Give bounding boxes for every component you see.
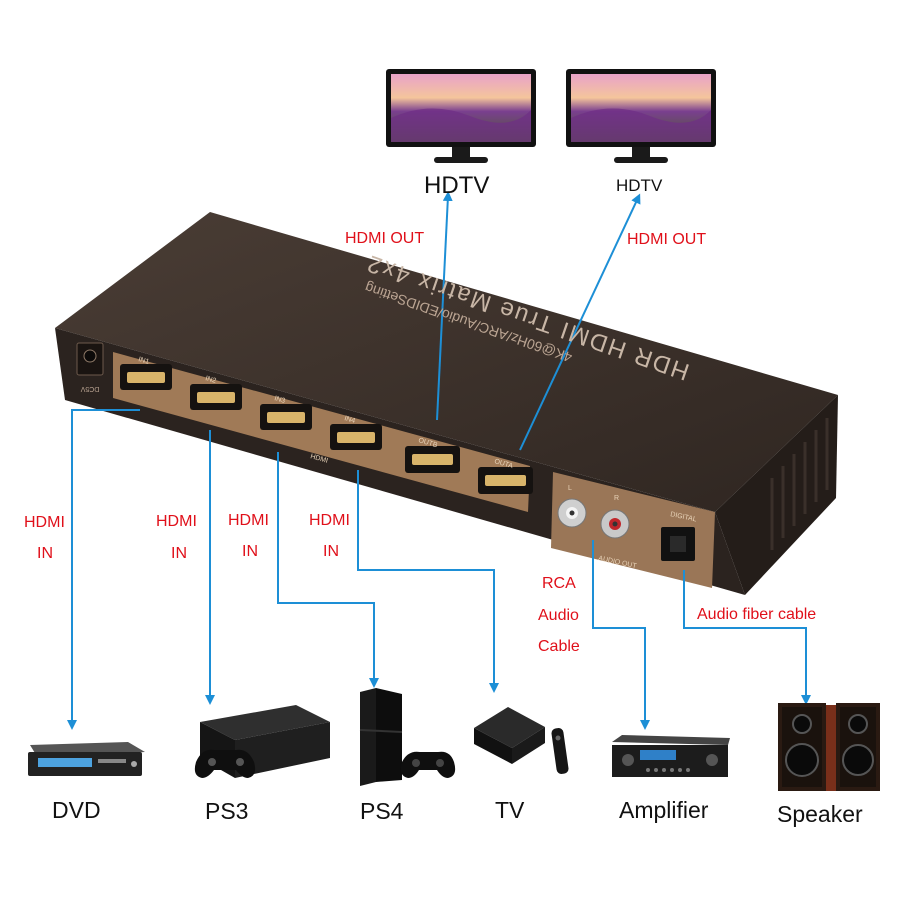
hdmi-in-label-4-top: HDMI: [309, 512, 350, 529]
speaker-pair: [778, 703, 880, 791]
hdmi-in-label-1-top: HDMI: [24, 514, 65, 531]
rca-jack-white: [557, 498, 587, 528]
device-label-amplifier: Amplifier: [619, 797, 709, 823]
arrow-in1-dvd: [67, 409, 140, 730]
dvd-player: [28, 742, 145, 776]
hdmi-in-label-4-bottom: IN: [323, 543, 339, 560]
hdmi-port-in4: [330, 424, 382, 450]
tv-box: [474, 707, 569, 774]
device-label-ps3: PS3: [205, 798, 249, 824]
arrow-optical-speaker: [683, 570, 811, 705]
hdtv-monitor-left: [386, 69, 536, 163]
rca-label-3: Cable: [538, 638, 580, 655]
hdmi-port-in3: [260, 404, 312, 430]
port-label-in1: IN1: [137, 356, 150, 366]
optical-port: [661, 527, 695, 561]
device-label-tv: TV: [495, 797, 525, 823]
ps4-console: [359, 688, 456, 786]
ps3-console: [194, 705, 330, 778]
hdmi-in-label-1-bottom: IN: [37, 545, 53, 562]
port-label-in4: IN4: [343, 415, 356, 425]
device-label-ps4: PS4: [360, 798, 404, 824]
rca-jack-red: [600, 509, 630, 539]
rca-label-1: RCA: [542, 575, 576, 592]
device-label-dvd: DVD: [52, 797, 101, 823]
hdmi-port-in1: [120, 364, 172, 390]
power-label: DC5V: [80, 385, 99, 392]
hdmi-out-label-b: HDMI OUT: [345, 230, 425, 247]
hdmi-in-label-3-bottom: IN: [242, 543, 258, 560]
hdmi-port-outb: [405, 446, 460, 473]
arrow-in3-ps4: [277, 452, 379, 688]
rca-label-2: Audio: [538, 607, 579, 624]
hdtv-monitor-right: [566, 69, 716, 163]
port-label-hdmi: HDMI: [309, 453, 328, 465]
hdmi-in-label-2-bottom: IN: [171, 545, 187, 562]
hdmi-port-in2: [190, 384, 242, 410]
port-label-in3: IN3: [273, 395, 286, 405]
port-label-in2: IN2: [204, 375, 217, 385]
arrow-outb-hdtv: [436, 191, 453, 421]
hdmi-port-outa: [478, 467, 533, 494]
hdmi-in-label-2-top: HDMI: [156, 513, 197, 530]
hdtv-label-right: HDTV: [616, 176, 663, 195]
hdtv-label-left: HDTV: [424, 172, 490, 199]
arrow-rca-amplifier: [592, 540, 650, 730]
device-label-speaker: Speaker: [777, 801, 863, 827]
hdmi-matrix-box: [55, 212, 838, 595]
fiber-label: Audio fiber cable: [697, 606, 817, 623]
arrow-in4-tv: [357, 470, 499, 693]
audio-label-right: R: [614, 495, 619, 502]
hdmi-out-label-a: HDMI OUT: [627, 231, 707, 248]
hdmi-in-label-3-top: HDMI: [228, 512, 269, 529]
audio-label-left: L: [568, 485, 572, 492]
arrow-outa-hdtv: [519, 193, 641, 451]
amplifier-unit: [612, 735, 730, 777]
